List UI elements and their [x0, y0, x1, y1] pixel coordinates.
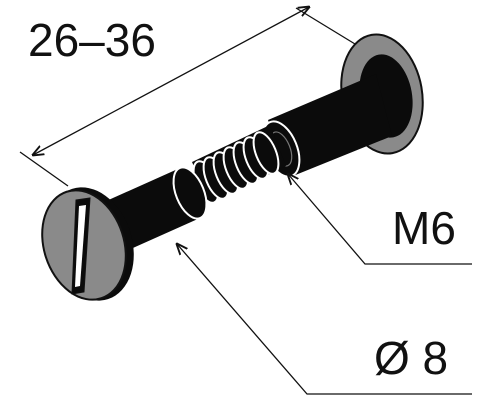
length-dimension: 26–36 — [19, 7, 356, 187]
thread-label: M6 — [392, 202, 456, 254]
diameter-leader-line — [177, 244, 472, 395]
length-extension-line-left — [19, 151, 69, 187]
length-dimension-line — [33, 7, 309, 155]
bolt-left-head — [41, 187, 134, 301]
thread-leader: M6 — [288, 174, 472, 265]
length-label: 26–36 — [28, 14, 156, 66]
bolt-thread — [192, 125, 286, 204]
diameter-leader: Ø 8 — [177, 244, 472, 395]
diameter-label: Ø 8 — [374, 332, 448, 384]
thread-leader-line — [288, 174, 472, 265]
length-extension-line-right — [295, 7, 356, 45]
thread-ridge — [252, 131, 280, 175]
